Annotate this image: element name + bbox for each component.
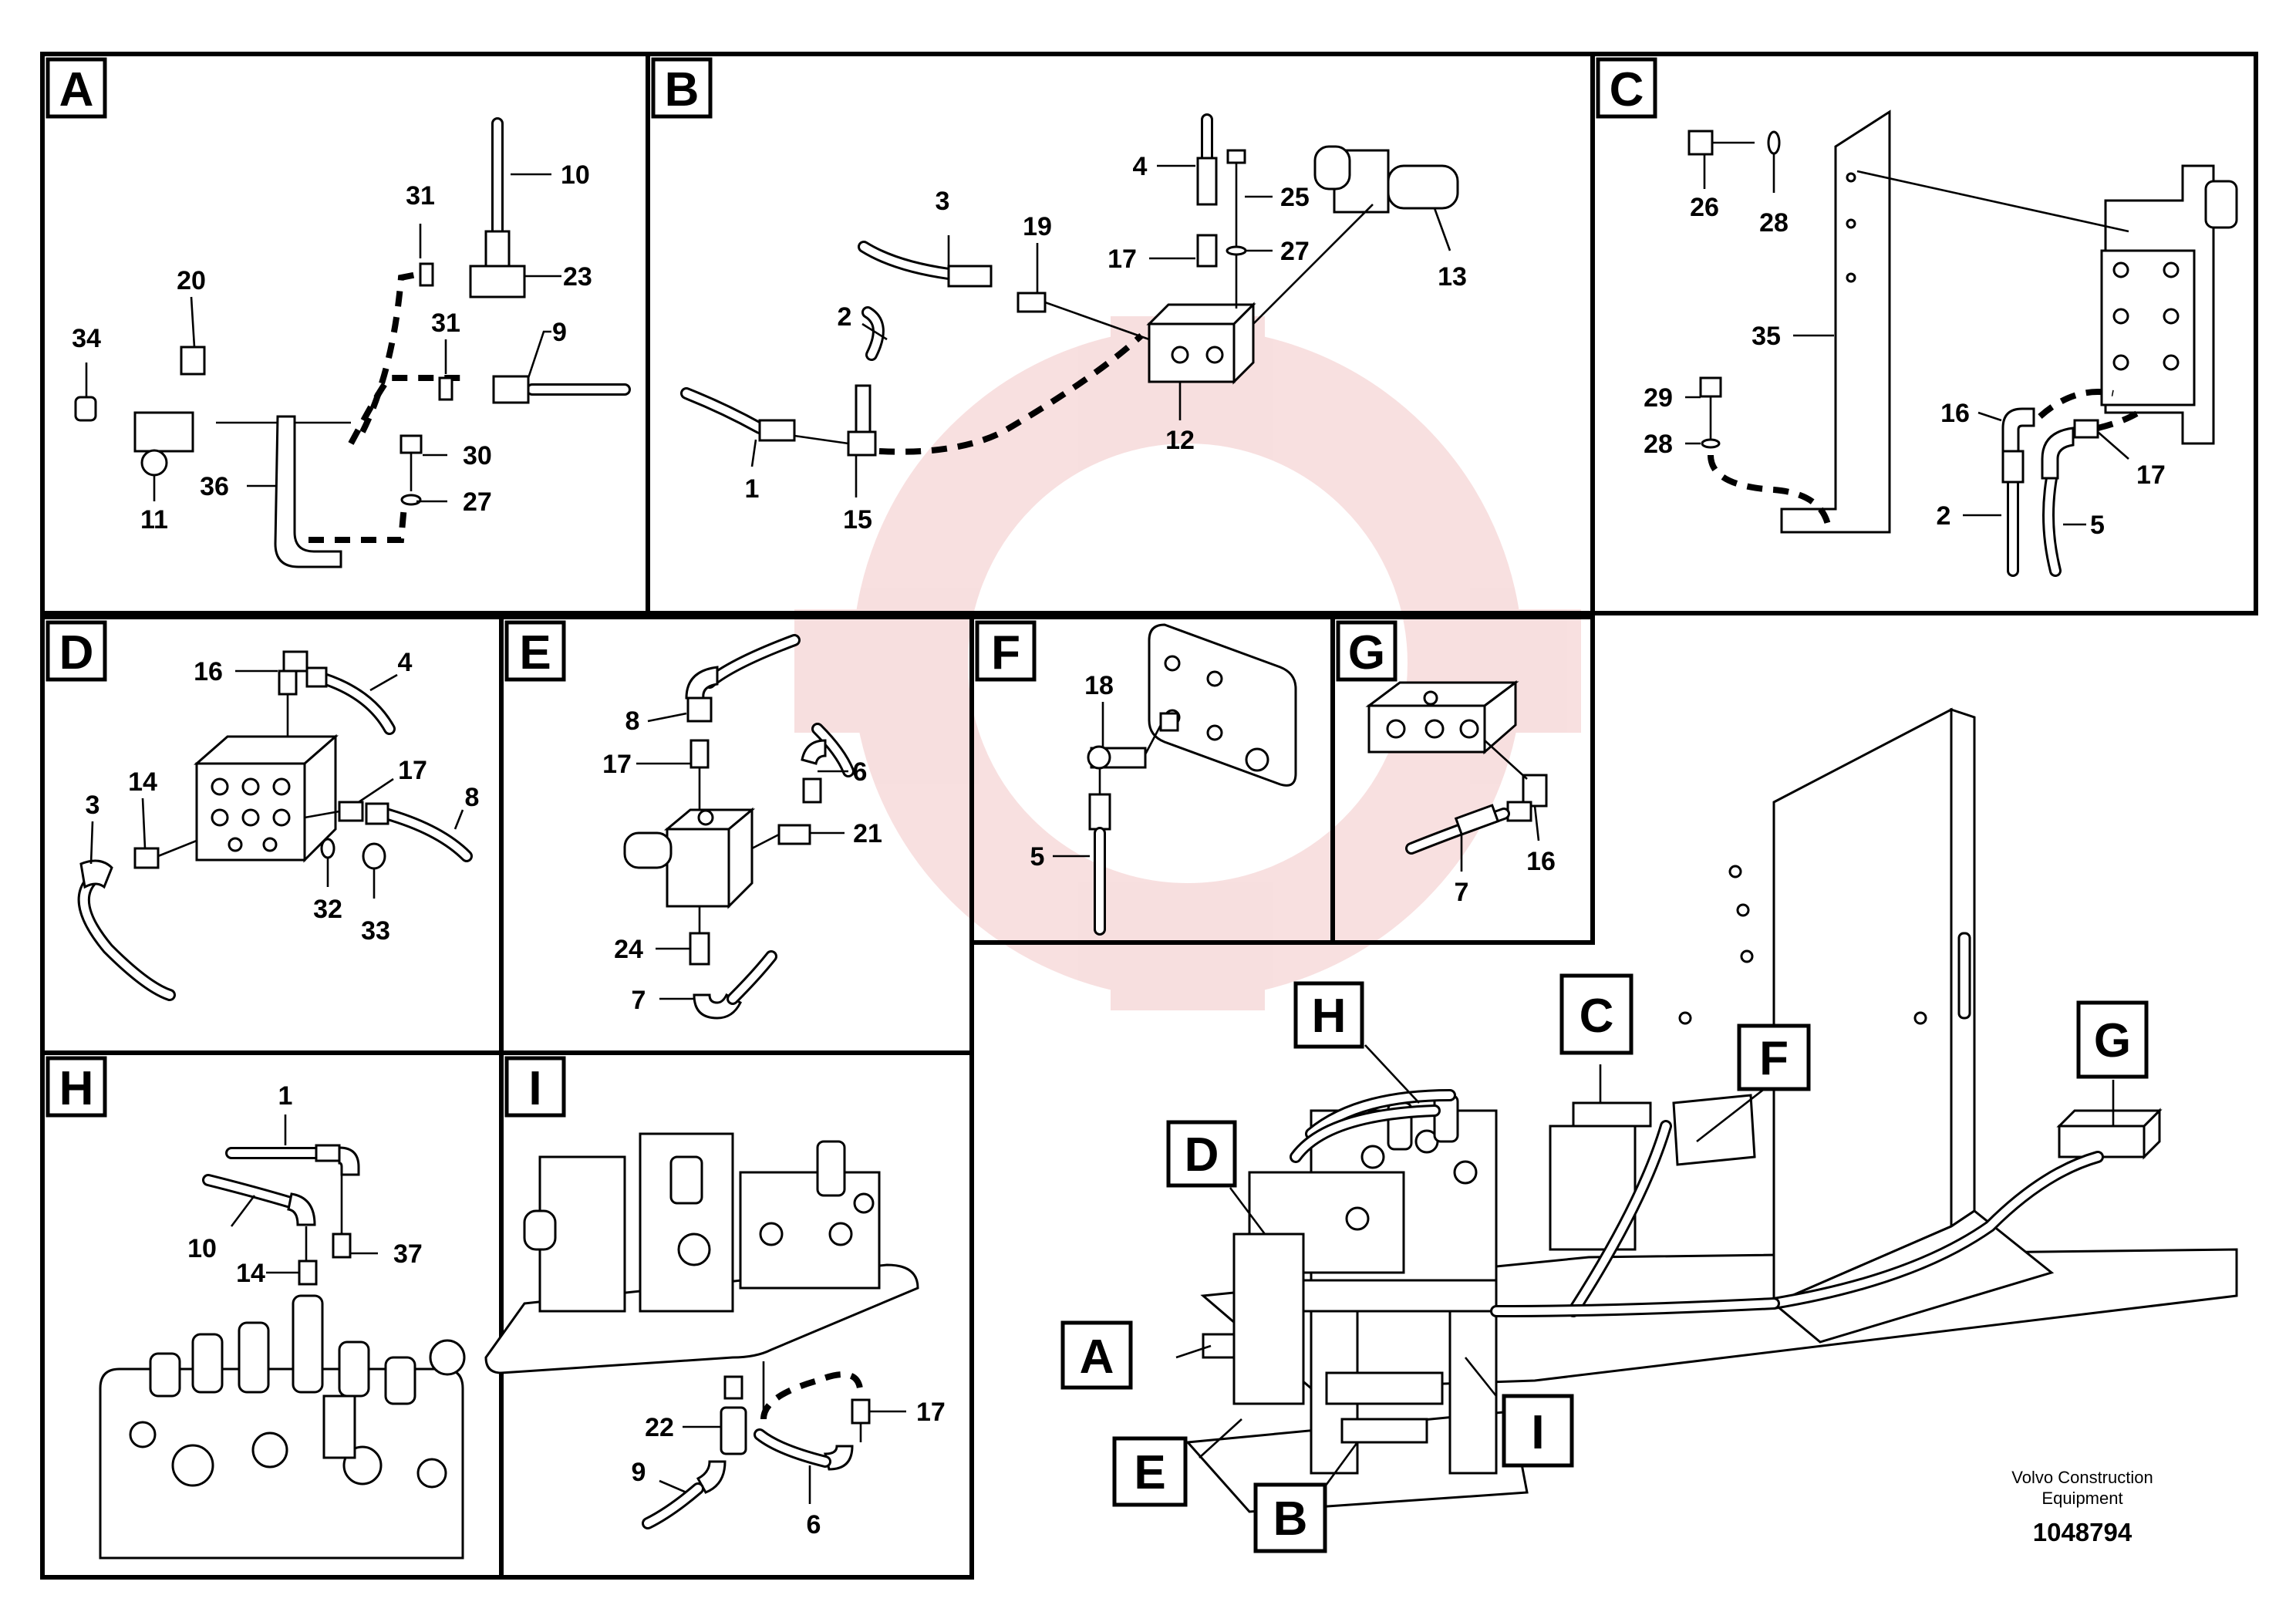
callout: 15 <box>843 505 872 534</box>
overview-machine <box>1175 707 2238 1513</box>
credit-line2: Equipment <box>2041 1489 2122 1508</box>
callout: 3 <box>936 187 950 216</box>
callout: 17 <box>1108 244 1137 274</box>
callout: 19 <box>1023 212 1052 241</box>
svg-text:D: D <box>1185 1128 1219 1182</box>
callout: 2 <box>1937 501 1951 531</box>
svg-text:F: F <box>1759 1032 1789 1085</box>
view-i: I 22 17 9 6 <box>484 1050 974 1580</box>
callout: 14 <box>236 1259 265 1288</box>
callout: 26 <box>1690 193 1719 222</box>
document-number: 1048794 <box>2033 1518 2132 1546</box>
callout: 5 <box>1030 842 1045 872</box>
view-d-letter: D <box>59 626 94 679</box>
overview-marker-c[interactable]: C <box>1559 973 1633 1055</box>
view-g: G 7 16 <box>1330 615 1595 945</box>
view-f: F 18 5 <box>969 615 1335 945</box>
callout: 3 <box>86 791 100 820</box>
callout: 9 <box>632 1458 646 1487</box>
svg-text:H: H <box>1312 990 1347 1043</box>
callout: 16 <box>1526 847 1556 876</box>
callout: 8 <box>465 783 480 812</box>
overview-marker-g[interactable]: G <box>2076 1000 2149 1079</box>
callout: 1 <box>278 1081 293 1111</box>
view-c: C <box>1590 52 2258 615</box>
callout: 6 <box>807 1510 821 1539</box>
callout: 25 <box>1280 183 1310 212</box>
credit-line1: Volvo Construction <box>2011 1468 2153 1487</box>
callout: 34 <box>72 324 101 353</box>
callout: 35 <box>1752 322 1781 351</box>
callout: 23 <box>563 262 592 292</box>
overview-marker-a[interactable]: A <box>1060 1320 1133 1390</box>
overview-marker-i[interactable]: I <box>1502 1394 1574 1468</box>
callout: 18 <box>1084 671 1114 700</box>
callout: 13 <box>1438 262 1467 292</box>
callout: 17 <box>602 750 632 779</box>
svg-text:G: G <box>2094 1014 2131 1067</box>
callout: 16 <box>194 657 223 686</box>
callout: 27 <box>1280 237 1310 266</box>
callout: 9 <box>552 318 567 347</box>
view-b-letter: B <box>665 63 700 116</box>
view-e-letter: E <box>519 626 551 679</box>
svg-text:A: A <box>1080 1330 1114 1384</box>
credit-block: Volvo Construction Equipment 1048794 <box>2011 1468 2153 1546</box>
callout: 4 <box>1133 152 1148 181</box>
callout: 31 <box>431 309 460 338</box>
view-i-letter: I <box>528 1062 541 1115</box>
callout: 12 <box>1165 426 1195 455</box>
callout: 17 <box>2136 460 2166 490</box>
overview-marker-e[interactable]: E <box>1112 1436 1188 1507</box>
view-b: B <box>646 52 1595 615</box>
callout: 30 <box>463 441 492 470</box>
svg-text:B: B <box>1273 1492 1308 1546</box>
callout: 21 <box>853 819 882 848</box>
callout: 27 <box>463 487 492 517</box>
svg-text:C: C <box>1580 990 1614 1043</box>
view-e: E 8 17 6 21 24 7 <box>499 615 974 1055</box>
overview-marker-d[interactable]: D <box>1166 1120 1237 1188</box>
callout: 36 <box>200 472 229 501</box>
callout: 33 <box>361 916 390 946</box>
overview-marker-h[interactable]: H <box>1293 981 1364 1049</box>
callout: 5 <box>2090 511 2105 540</box>
callout: 29 <box>1644 383 1673 413</box>
callout: 7 <box>632 986 646 1015</box>
view-c-letter: C <box>1610 63 1644 116</box>
callout: 20 <box>177 266 206 295</box>
callout: 2 <box>838 302 852 332</box>
callout: 32 <box>313 895 342 924</box>
callout: 6 <box>853 757 868 787</box>
callout: 37 <box>393 1239 423 1269</box>
svg-text:I: I <box>1531 1406 1544 1459</box>
overview-marker-f[interactable]: F <box>1737 1023 1811 1091</box>
callout: 24 <box>614 935 643 964</box>
callout: 14 <box>128 767 157 797</box>
callout: 31 <box>406 181 435 211</box>
view-a: A 10 31 <box>40 52 650 615</box>
callout: 10 <box>187 1234 217 1263</box>
view-f-letter: F <box>991 626 1020 679</box>
callout: 4 <box>398 648 413 677</box>
view-g-letter: G <box>1348 626 1385 679</box>
callout: 11 <box>140 505 168 534</box>
callout: 17 <box>398 756 427 785</box>
view-a-letter: A <box>59 63 94 116</box>
callout: 7 <box>1455 878 1469 907</box>
callout: 1 <box>745 474 760 504</box>
overview-marker-b[interactable]: B <box>1253 1482 1327 1553</box>
callout: 28 <box>1644 430 1673 459</box>
callout: 28 <box>1759 208 1789 238</box>
view-d: D 16 4 14 17 3 <box>40 615 504 1055</box>
callout: 10 <box>561 160 590 190</box>
callout: 22 <box>645 1413 674 1442</box>
callout: 8 <box>625 706 640 736</box>
callout: 16 <box>1940 399 1970 428</box>
view-h-letter: H <box>59 1062 94 1115</box>
callout: 17 <box>916 1398 946 1427</box>
view-h: H 1 10 14 37 <box>40 1050 504 1580</box>
svg-text:E: E <box>1134 1446 1165 1499</box>
